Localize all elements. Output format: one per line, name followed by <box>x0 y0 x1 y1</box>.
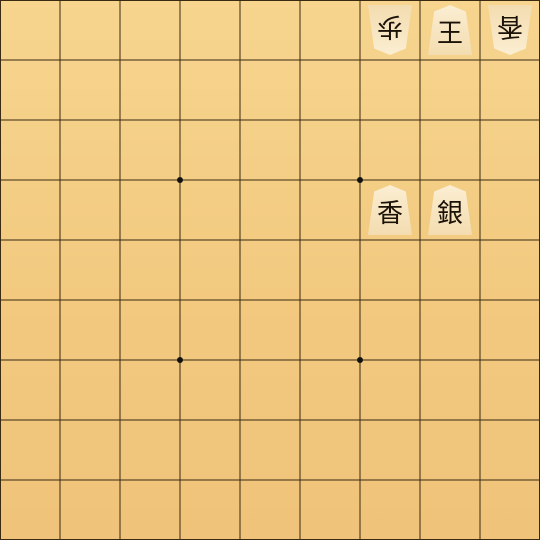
piece-shape <box>428 5 472 55</box>
piece-kyo-gote[interactable]: 香 <box>488 5 532 55</box>
piece-glyph: 香 <box>376 199 403 229</box>
piece-gin-sente[interactable]: 銀 <box>428 185 472 235</box>
piece-ou-sente[interactable]: 王 <box>428 5 472 55</box>
hoshi-point <box>357 177 363 183</box>
piece-fu-gote[interactable]: 歩 <box>368 5 412 55</box>
piece-kyo-sente[interactable]: 香 <box>368 185 412 235</box>
piece-shape <box>428 185 472 235</box>
piece-glyph: 歩 <box>377 11 404 41</box>
hoshi-point <box>177 177 183 183</box>
hoshi-point <box>177 357 183 363</box>
piece-glyph: 香 <box>497 11 524 41</box>
piece-glyph: 銀 <box>436 199 463 229</box>
piece-shape <box>368 185 412 235</box>
piece-glyph: 王 <box>436 19 463 49</box>
hoshi-point <box>357 357 363 363</box>
